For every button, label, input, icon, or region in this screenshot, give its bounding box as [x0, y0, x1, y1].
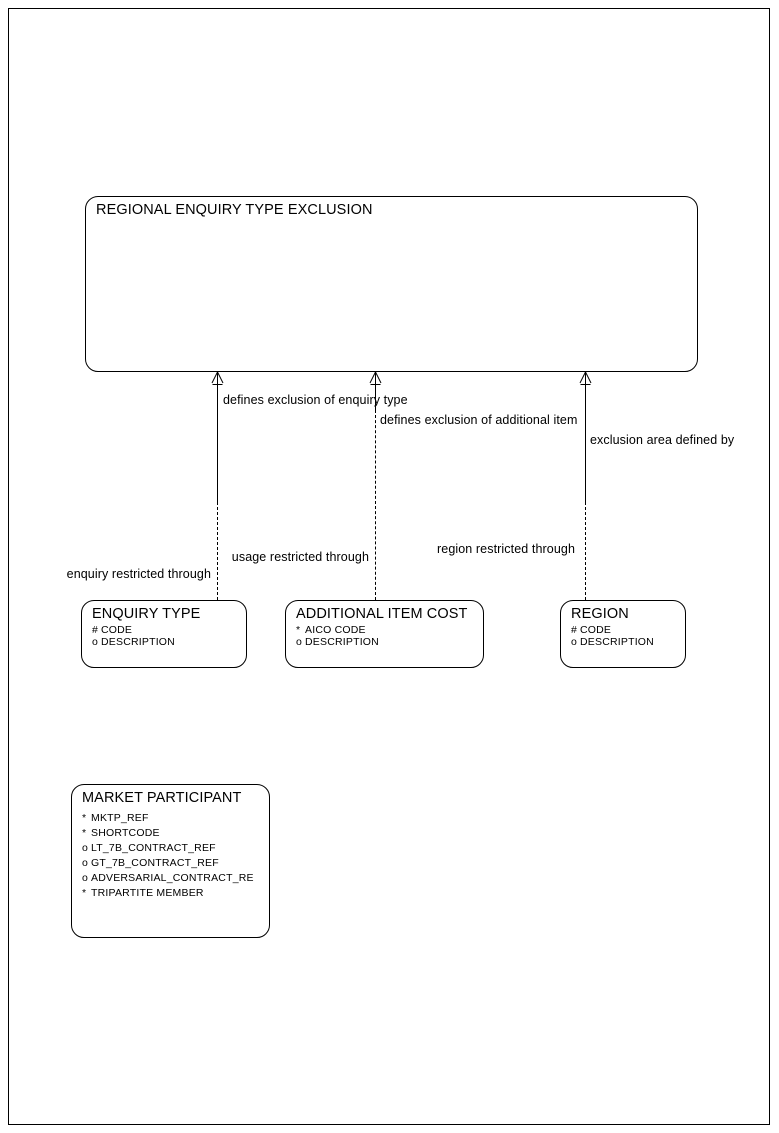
attribute-marker: o	[82, 872, 89, 884]
attribute-marker: *	[296, 624, 301, 636]
attribute-marker: *	[82, 812, 87, 824]
attribute-label: CODE	[101, 624, 133, 636]
entity-title: MARKET PARTICIPANT	[82, 790, 242, 806]
attribute-label: TRIPARTITE MEMBER	[91, 887, 204, 899]
attribute-row: * TRIPARTITE MEMBER	[82, 886, 254, 901]
connector-additional-item-cost-dashed	[375, 410, 376, 600]
relationship-label-region-restricted-through: region restricted through	[437, 542, 575, 556]
attribute-marker: #	[571, 624, 578, 636]
attribute-marker: o	[82, 842, 89, 854]
connector-enquiry-type-solid	[217, 372, 218, 502]
entity-title: ADDITIONAL ITEM COST	[296, 606, 468, 622]
attribute-label: LT_7B_CONTRACT_REF	[91, 842, 216, 854]
attribute-label: DESCRIPTION	[101, 635, 175, 648]
entity-regional-enquiry-type-exclusion[interactable]: REGIONAL ENQUIRY TYPE EXCLUSION	[85, 196, 698, 372]
attribute-row: * AICO CODE	[296, 624, 379, 637]
connector-enquiry-type-dashed	[217, 502, 218, 600]
attribute-marker: o	[82, 857, 89, 869]
connector-region-solid	[585, 372, 586, 502]
attribute-marker: o	[571, 635, 578, 648]
attribute-label: DESCRIPTION	[580, 635, 654, 648]
attribute-marker: *	[82, 827, 87, 839]
connector-region-dashed	[585, 502, 586, 600]
attribute-label: ADVERSARIAL_CONTRACT_RE	[91, 872, 254, 884]
page-border	[8, 8, 770, 1125]
entity-title: REGION	[571, 606, 629, 622]
attribute-row: #CODE	[571, 624, 654, 637]
attribute-marker: #	[92, 624, 99, 636]
attribute-row: * MKTP_REF	[82, 811, 254, 826]
attribute-label: AICO CODE	[305, 624, 366, 636]
attribute-label: SHORTCODE	[91, 827, 160, 839]
entity-title: ENQUIRY TYPE	[92, 606, 201, 622]
attribute-row: #CODE	[92, 624, 175, 637]
relationship-label-defines-exclusion-of-additional-item: defines exclusion of additional item	[380, 413, 578, 427]
attribute-label: MKTP_REF	[91, 812, 149, 824]
attribute-marker: o	[92, 635, 99, 648]
entity-title: REGIONAL ENQUIRY TYPE EXCLUSION	[96, 202, 373, 218]
attribute-marker: o	[296, 635, 303, 648]
attribute-row: * SHORTCODE	[82, 826, 254, 841]
connector-additional-item-cost-solid	[375, 372, 376, 410]
attribute-label: CODE	[580, 624, 612, 636]
attribute-label: DESCRIPTION	[305, 635, 379, 648]
entity-market-participant[interactable]: MARKET PARTICIPANT *MKTP_REF *SHORTCODE …	[71, 784, 270, 938]
relationship-label-exclusion-area-defined-by: exclusion area defined by	[590, 433, 735, 447]
relationship-label-enquiry-restricted-through: enquiry restricted through	[66, 567, 211, 581]
relationship-label-defines-exclusion-of-enquiry-type: defines exclusion of enquiry type	[223, 393, 408, 407]
relationship-label-usage-restricted-through: usage restricted through	[231, 550, 369, 564]
attribute-marker: *	[82, 887, 87, 899]
attribute-label: GT_7B_CONTRACT_REF	[91, 857, 219, 869]
